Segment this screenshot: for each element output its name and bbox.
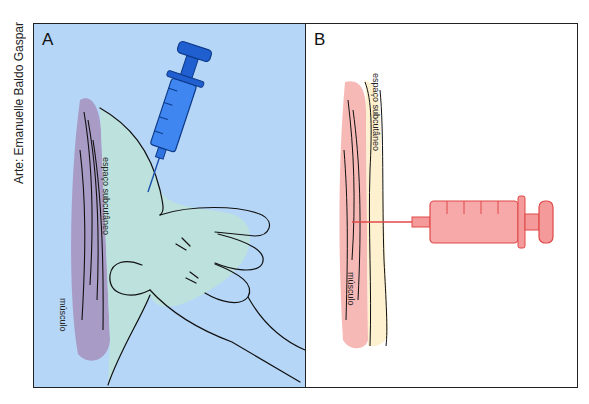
tissue-label: músculo xyxy=(346,272,356,306)
panel-letter: B xyxy=(314,30,325,50)
tissue-label: espaço subcutâneo xyxy=(371,73,381,151)
panel-box: B xyxy=(305,23,578,388)
tissue-label: músculo xyxy=(58,298,68,332)
credit-text: Arte: Emanuelle Baldo Gaspar xyxy=(12,22,26,184)
tissue-label: espaço subcutâneo xyxy=(101,157,111,235)
panel-box: A xyxy=(33,23,306,388)
panel-letter: A xyxy=(42,30,53,50)
